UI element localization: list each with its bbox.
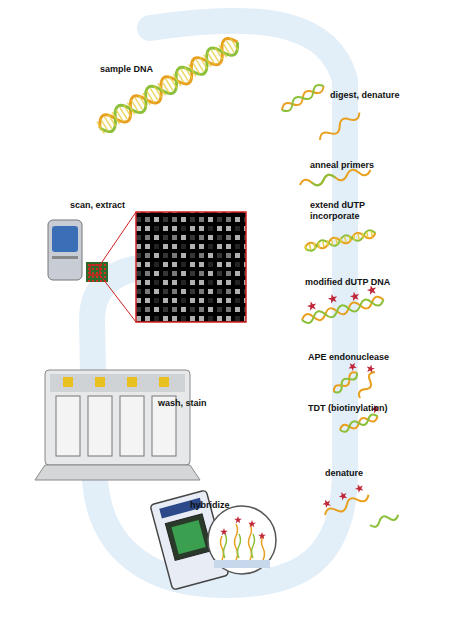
step-label: denature [325, 468, 363, 479]
step-label: anneal primers [310, 160, 374, 171]
step-label: sample DNA [100, 64, 153, 75]
step-label: wash, stain [158, 398, 207, 409]
step-label: APE endonuclease [308, 352, 389, 363]
step-label: modified dUTP DNA [305, 277, 390, 288]
step-label: TDT (biotinylation) [308, 403, 387, 414]
step-label: digest, denature [330, 90, 400, 101]
step-label: hybridize [190, 500, 230, 511]
step-label: scan, extract [70, 200, 125, 211]
step-label: extend dUTP incorporate [310, 200, 380, 222]
